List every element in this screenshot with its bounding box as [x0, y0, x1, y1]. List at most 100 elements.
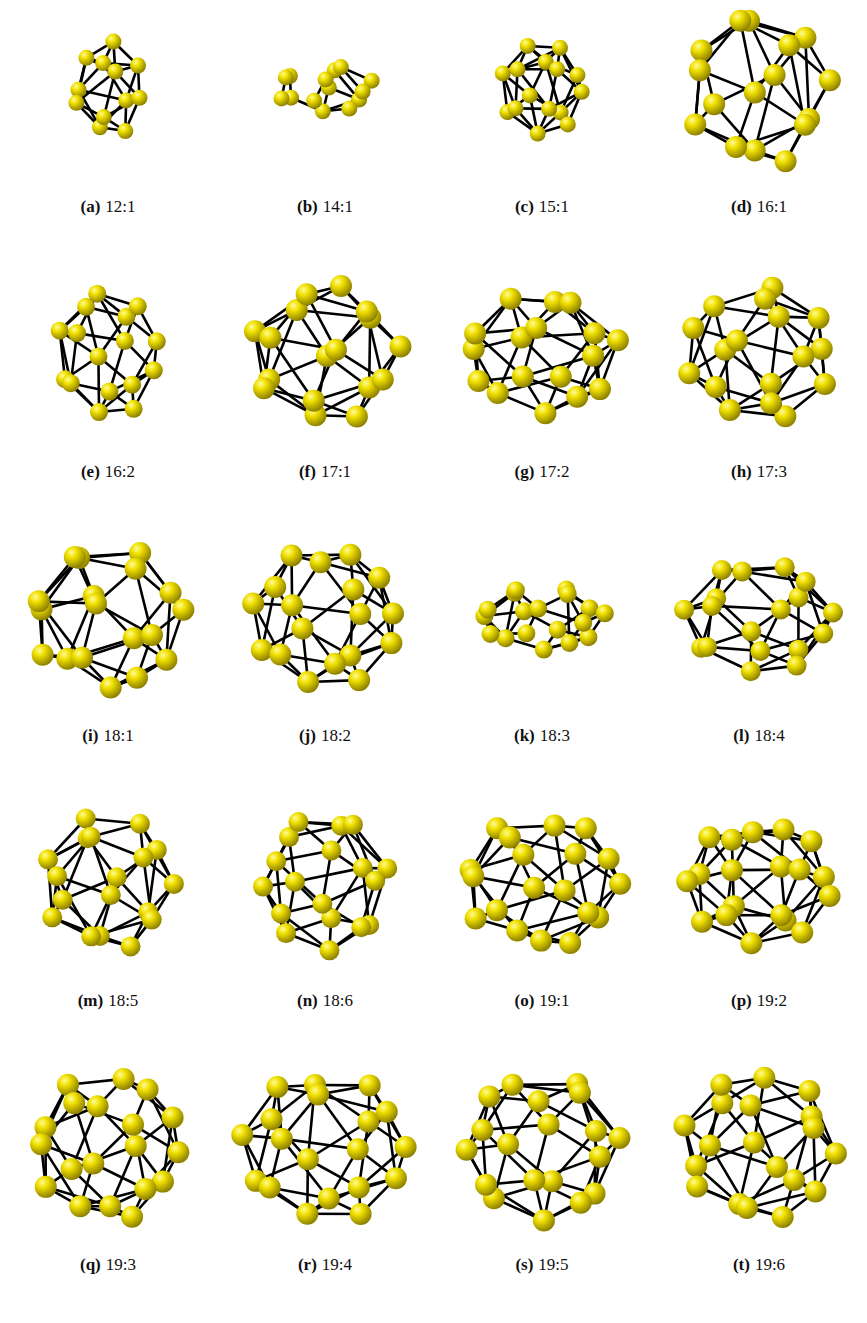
gold-atom — [133, 847, 153, 867]
gold-atom — [685, 1155, 707, 1177]
subfigure-caption: (n)18:6 — [297, 991, 353, 1011]
gold-atom — [495, 65, 511, 81]
gold-atom — [691, 911, 713, 933]
gold-atom — [678, 362, 700, 384]
gold-atom — [698, 826, 720, 848]
gold-atom — [107, 867, 127, 887]
subfigure-letter: (c) — [515, 197, 534, 216]
gold-atom — [798, 1080, 820, 1102]
gold-cluster — [678, 277, 836, 427]
cluster-label: 16:1 — [757, 197, 787, 216]
gold-cluster — [38, 809, 184, 957]
gold-atom — [754, 288, 776, 310]
gold-atom — [533, 1210, 555, 1232]
gold-atom — [142, 910, 162, 930]
gold-atom — [506, 919, 528, 941]
gold-atom — [365, 871, 385, 891]
gold-atom — [760, 373, 782, 395]
gold-atom — [732, 561, 752, 581]
gold-atom — [689, 59, 711, 81]
cluster-label: 18:5 — [108, 991, 138, 1010]
gold-atom — [76, 809, 96, 829]
gold-atom — [676, 870, 698, 892]
gold-atom — [596, 604, 614, 622]
gold-atom — [42, 907, 62, 927]
gold-atom — [778, 34, 800, 56]
gold-cluster — [456, 1073, 631, 1231]
gold-atom — [574, 84, 590, 100]
gold-cluster — [242, 544, 404, 693]
gold-atom — [725, 136, 747, 158]
gold-atom — [736, 1197, 758, 1219]
gold-atom — [523, 1169, 545, 1191]
subfigure-caption: (l)18:4 — [733, 726, 784, 746]
gold-atom — [467, 370, 489, 392]
gold-atom — [100, 383, 118, 401]
gold-atom — [575, 817, 597, 839]
gold-atom — [510, 61, 526, 77]
gold-atom — [273, 90, 289, 106]
gold-atom — [271, 1128, 293, 1150]
cluster-label: 12:1 — [105, 197, 135, 216]
gold-atom — [497, 1133, 519, 1155]
subfigure-caption: (k)18:3 — [514, 726, 570, 746]
gold-atom — [172, 599, 194, 621]
gold-atom — [285, 872, 305, 892]
gold-atom — [385, 1167, 407, 1189]
cluster-label: 17:1 — [321, 462, 351, 481]
gold-atom — [296, 283, 318, 305]
gold-atom — [281, 594, 303, 616]
gold-cluster — [253, 812, 397, 960]
gold-atom — [118, 92, 134, 108]
gold-atom — [768, 306, 790, 328]
gold-atom — [242, 593, 264, 615]
cluster-label: 14:1 — [323, 197, 353, 216]
gold-atom — [78, 50, 94, 66]
cluster-label: 19:2 — [757, 991, 787, 1010]
bond-stick — [295, 868, 363, 882]
gold-cluster — [273, 59, 379, 119]
gold-atom — [51, 322, 69, 340]
gold-atom — [82, 1152, 104, 1174]
gold-atom — [760, 392, 782, 414]
gold-atom — [318, 1188, 340, 1210]
gold-atom — [303, 390, 325, 412]
gold-atom — [343, 815, 363, 835]
gold-atom — [130, 57, 146, 73]
gold-atom — [530, 930, 552, 952]
gold-atom — [682, 317, 704, 339]
subfigure-letter: (m) — [78, 991, 103, 1010]
cluster-label: 19:6 — [755, 1255, 785, 1274]
gold-atom — [721, 829, 743, 851]
cluster-label: 18:1 — [103, 726, 133, 745]
gold-atom — [501, 1074, 523, 1096]
gold-atom — [741, 621, 761, 641]
gold-atom — [705, 376, 727, 398]
gold-atom — [607, 329, 629, 351]
cluster-label: 17:2 — [539, 462, 569, 481]
gold-atom — [772, 818, 794, 840]
gold-atom — [61, 1158, 83, 1180]
gold-atom — [541, 101, 557, 117]
gold-cluster — [676, 818, 840, 954]
gold-atom — [823, 602, 843, 622]
gold-atom — [125, 400, 143, 418]
gold-atom — [100, 676, 122, 698]
gold-atom — [296, 1203, 318, 1225]
subfigure-caption: (f)17:1 — [299, 462, 351, 482]
gold-atom — [814, 373, 836, 395]
gold-atom — [318, 71, 334, 87]
gold-atom — [560, 116, 576, 132]
cluster-label: 15:1 — [539, 197, 569, 216]
subfigure-letter: (o) — [514, 991, 534, 1010]
gold-atom — [764, 64, 786, 86]
gold-atom — [673, 1114, 695, 1136]
gold-atom — [348, 1176, 370, 1198]
gold-atom — [750, 641, 770, 661]
gold-atom — [71, 647, 93, 669]
gold-atom — [30, 1133, 52, 1155]
gold-atom — [710, 1074, 732, 1096]
gold-atom — [520, 38, 536, 54]
gold-atom — [534, 402, 556, 424]
gold-atom — [744, 81, 766, 103]
